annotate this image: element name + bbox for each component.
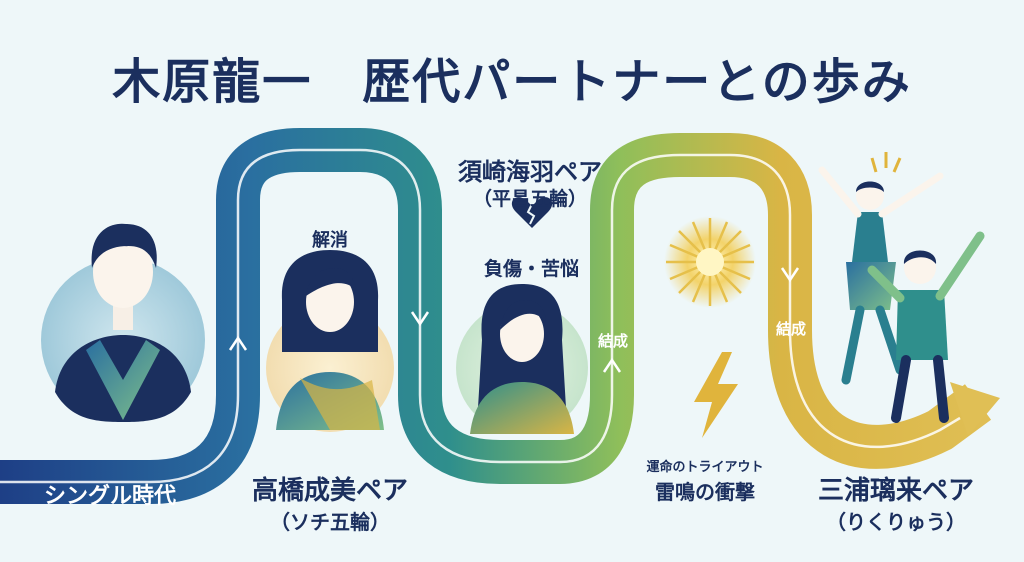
event-injury: 負傷・苦悩 <box>484 258 580 280</box>
portrait-takahashi <box>266 250 394 432</box>
stage-label-suzaki: 須崎海羽ペア <box>458 158 602 186</box>
stage-sub-miura: （りくりゅう） <box>826 510 966 534</box>
timeline-center-line <box>0 148 961 484</box>
sun-burst-icon <box>664 216 756 308</box>
broken-heart-icon <box>511 197 553 228</box>
event-formed-miura: 結成 <box>776 320 807 338</box>
direction-arrow-up-2 <box>602 357 622 373</box>
stage-sub-suzaki: （平昌五輪） <box>472 188 587 210</box>
stage-label-takahashi: 高橋成美ペア <box>251 476 408 506</box>
stage-label-single: シングル時代 <box>44 484 177 509</box>
portrait-suzaki <box>456 284 588 434</box>
page-title: 木原龍一 歴代パートナーとの歩み <box>112 54 912 110</box>
timeline-arrow-head <box>950 382 1000 436</box>
stage-label-miura: 三浦璃来ペア <box>817 476 974 506</box>
stage-sub-takahashi: （ソチ五輪） <box>270 510 390 534</box>
event-thunder-shock: 雷鳴の衝撃 <box>655 480 755 504</box>
direction-arrow-down-1 <box>410 311 430 327</box>
event-dissolve: 解消 <box>312 230 348 251</box>
event-formed-suzaki: 結成 <box>598 332 629 350</box>
lightning-icon <box>694 352 738 438</box>
direction-arrow-up-1 <box>228 335 248 351</box>
direction-arrow-down-2 <box>780 267 800 283</box>
celebration-icon <box>818 152 985 423</box>
event-tryout: 運命のトライアウト <box>646 460 764 475</box>
portrait-single-era <box>41 223 205 422</box>
